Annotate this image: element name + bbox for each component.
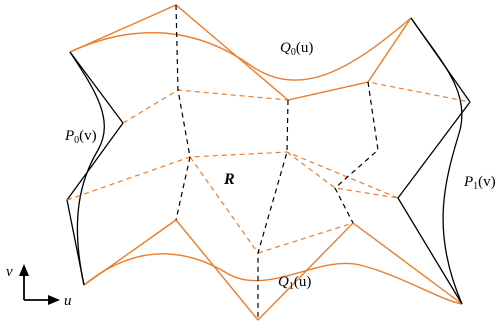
right-control-polygon [397, 17, 471, 305]
p0-curve [69, 51, 105, 286]
p0-label: P0(v) [64, 128, 97, 146]
axis-v-label: v [6, 264, 13, 280]
p1-label: P1(v) [463, 174, 496, 192]
q0-label: Q0(u) [280, 40, 313, 58]
top-control-polygon [69, 4, 412, 101]
interior-black-dashed [175, 4, 379, 320]
q1-curve [83, 253, 463, 305]
axis-u-label: u [64, 293, 72, 309]
q1-label: Q1(u) [278, 274, 311, 292]
p1-curve [410, 17, 463, 305]
left-control-polygon [66, 51, 124, 286]
bottom-control-polygon [83, 219, 463, 322]
interior-orange-dashed [66, 81, 471, 254]
region-label: R [223, 171, 235, 188]
uv-axes [19, 264, 60, 305]
q0-curve [69, 17, 412, 81]
